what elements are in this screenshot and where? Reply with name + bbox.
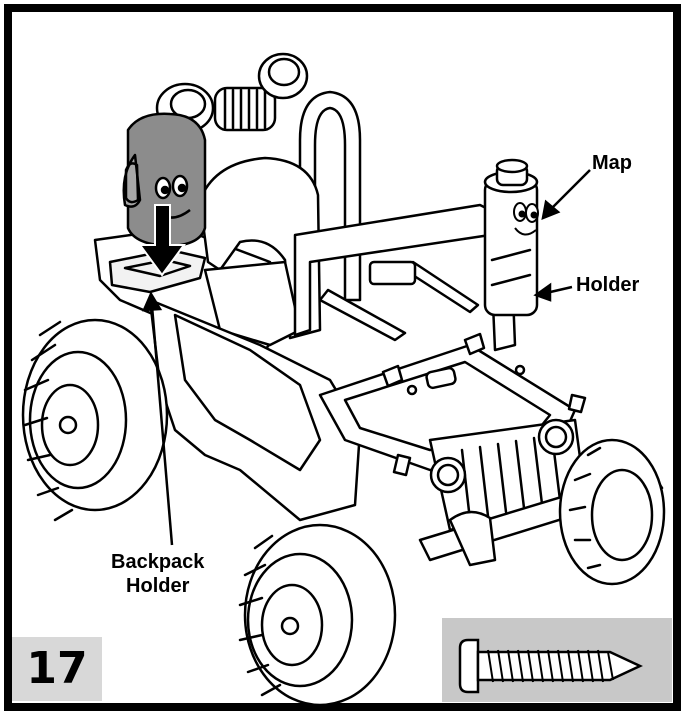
screw-icon [442,618,672,702]
map-character-icon [513,202,539,236]
ride-on-jeep-illustration [21,52,666,707]
backpack-character-icon [122,112,207,248]
roll-bar-spring [213,86,277,132]
frame-border [4,4,681,711]
rear-wheel [21,318,169,522]
backpack-holder-label: Backpack Holder [111,550,204,598]
down-arrow-icon [138,204,186,277]
backpack-holder-label-line2: Holder [126,575,190,597]
front-left-wheel [238,523,397,707]
front-right-wheel [558,438,666,586]
map-holder-tube [483,158,539,317]
step-number-box [12,637,102,701]
callout-leaders [142,169,591,546]
step-number: 17 [26,643,88,694]
backpack-holder-label-line1: Backpack [111,551,205,573]
holder-label: Holder [576,274,640,296]
map-label: Map [592,152,632,174]
